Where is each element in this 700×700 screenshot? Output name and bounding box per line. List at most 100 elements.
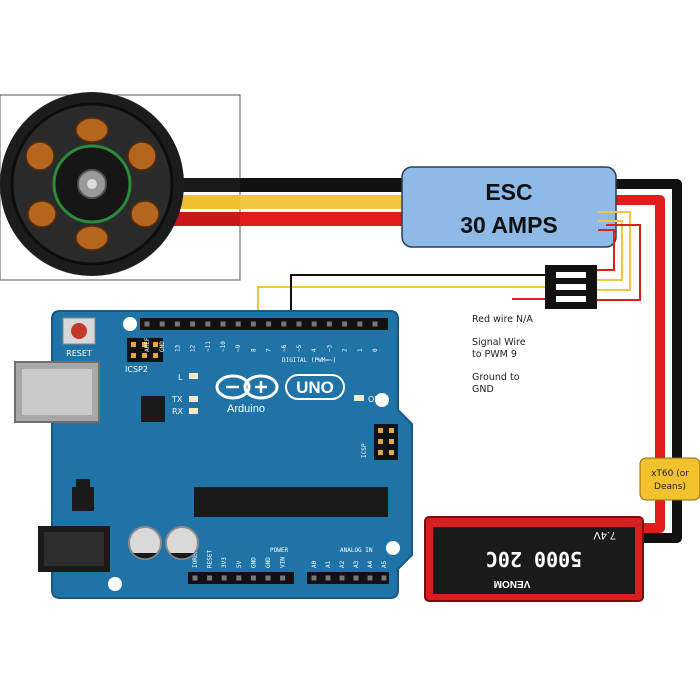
analog-pin — [381, 575, 387, 581]
digital-pin-label: 1 — [357, 348, 364, 352]
digital-pin — [250, 321, 256, 327]
digital-pin-label: 13 — [174, 344, 181, 352]
esc-rating: 30 AMPS — [460, 212, 558, 238]
icsp-label: ICSP — [361, 443, 368, 458]
icsp2-header: ICSP2 — [125, 338, 163, 374]
power-label: POWER — [270, 547, 288, 554]
on-led-label: ON — [368, 395, 380, 404]
power-pin — [236, 575, 242, 581]
digital-pin — [311, 321, 317, 327]
digital-pin — [326, 321, 332, 327]
digital-pin-label: 12 — [190, 344, 197, 352]
digital-pin-label: 7 — [266, 348, 273, 352]
power-pin-label: 3V3 — [221, 557, 228, 568]
power-pin — [265, 575, 271, 581]
rx-led-label: RX — [172, 407, 184, 416]
analog-pin-label: A1 — [325, 560, 332, 568]
analog-pin-label: A2 — [339, 560, 346, 568]
lipo-battery: 5000 20C VENOM 7.4V — [424, 516, 644, 602]
power-pin-label: IOREF — [192, 550, 199, 568]
digital-pin-label: GND — [159, 341, 166, 352]
analog-pin — [311, 575, 317, 581]
analog-pin — [325, 575, 331, 581]
analog-pin — [339, 575, 345, 581]
analog-pin-label: A5 — [381, 560, 388, 568]
digital-pin-label: ~6 — [281, 344, 288, 352]
uno-badge — [285, 374, 345, 400]
note-signal-line-1: Signal Wire — [472, 337, 526, 348]
connector-line-2: Deans) — [654, 482, 686, 492]
battery-brand: VENOM — [494, 578, 531, 589]
icsp-header — [374, 424, 398, 460]
digital-pin — [174, 321, 180, 327]
xt60-connector-label: xT60 (or Deans) — [639, 457, 700, 501]
atmega-chip — [194, 487, 388, 517]
analog-header — [307, 572, 389, 584]
digital-pin-label: AREF — [144, 337, 151, 352]
digital-pin — [235, 321, 241, 327]
battery-voltage: 7.4V — [593, 529, 616, 541]
digital-pin — [205, 321, 211, 327]
power-pin-label: 5V — [236, 560, 243, 568]
digital-pin — [266, 321, 272, 327]
tx-led-label: TX — [171, 395, 183, 404]
battery-wires — [615, 179, 682, 543]
note-ground-line-2: GND — [472, 384, 494, 395]
battery-rating: 5000 20C — [486, 547, 582, 571]
esc-signal-wires — [596, 211, 641, 301]
digital-header — [140, 318, 388, 330]
note-signal-wire: Signal Wire to PWM 9 — [472, 337, 526, 361]
icsp2-label: ICSP2 — [125, 365, 148, 374]
digital-pin-label: 4 — [311, 348, 318, 352]
arduino-logo — [215, 374, 279, 400]
digital-pin-label: 8 — [250, 348, 257, 352]
note-red-wire: Red wire N/A — [472, 314, 533, 326]
digital-pin — [159, 321, 165, 327]
digital-pin-label: ~11 — [205, 341, 212, 352]
digital-pin-label: 0 — [372, 348, 379, 352]
note-ground-wire: Ground to GND — [472, 372, 520, 396]
power-pin — [250, 575, 256, 581]
note-signal-line-2: to PWM 9 — [472, 349, 517, 360]
regulator-chip — [141, 396, 165, 422]
digital-pin-label: ~9 — [235, 344, 242, 352]
voltage-regulator — [72, 487, 94, 511]
uno-label: UNO — [296, 378, 334, 397]
analog-pin — [353, 575, 359, 581]
analog-pin-label: A3 — [353, 560, 360, 568]
power-pin — [280, 575, 286, 581]
digital-label: DIGITAL (PWM=~) — [282, 357, 336, 364]
digital-pin-label: 2 — [342, 348, 349, 352]
note-ground-line-1: Ground to — [472, 372, 520, 383]
digital-pin — [342, 321, 348, 327]
power-pin-label: GND — [250, 557, 257, 568]
power-pin-label: VIN — [280, 557, 287, 568]
analog-pin — [367, 575, 373, 581]
capacitors — [128, 526, 199, 560]
connector-line-1: xT60 (or — [651, 469, 689, 479]
digital-pin — [357, 321, 363, 327]
digital-pin — [220, 321, 226, 327]
digital-pin-label: ~10 — [220, 341, 227, 352]
logo-symbols — [226, 381, 267, 393]
digital-pin — [281, 321, 287, 327]
esc-module: ESC 30 AMPS — [401, 166, 617, 248]
servo-connector — [545, 265, 597, 309]
power-pin-label: GND — [265, 557, 272, 568]
digital-pin — [296, 321, 302, 327]
l-led-label: L — [178, 373, 183, 382]
note-red-wire-text: Red wire N/A — [472, 314, 533, 325]
esc-title: ESC — [485, 179, 532, 205]
digital-pin — [372, 321, 378, 327]
power-pin-label: RESET — [207, 550, 214, 568]
analog-label: ANALOG IN — [340, 547, 373, 554]
digital-pin — [144, 321, 150, 327]
digital-pin-label: ~3 — [326, 344, 333, 352]
arduino-brand: Arduino — [227, 403, 265, 415]
analog-pin-label: A0 — [311, 560, 318, 568]
digital-pin — [190, 321, 196, 327]
